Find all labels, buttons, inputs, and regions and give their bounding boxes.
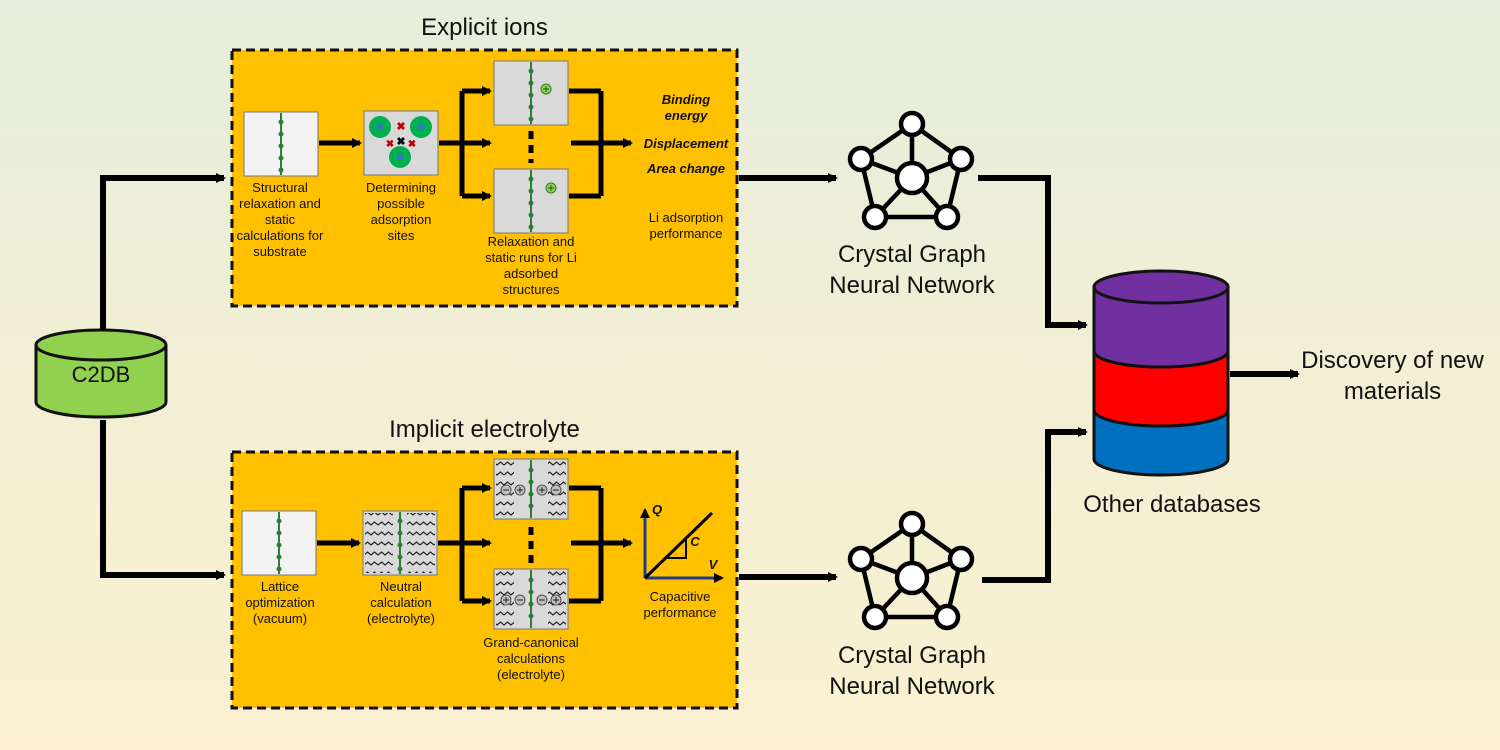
- panel-to-cgnn-arrows: [739, 173, 838, 582]
- v-axis-label: V: [708, 557, 718, 572]
- implicit-step3-label: Grand-canonical calculations (electrolyt…: [483, 635, 579, 682]
- discovery-label: Discovery of new materials: [1301, 347, 1484, 405]
- displacement-label: Displacement: [643, 136, 729, 151]
- binding-energy-label: Binding energy: [661, 92, 711, 123]
- other-databases-label: Other databases: [1083, 491, 1261, 518]
- adsorption-sites-structure: ✖ ✖ ✖ ✖: [363, 110, 439, 176]
- implicit-electrolyte-panel: [230, 450, 739, 710]
- li-adsorbed-structure-top: [493, 60, 569, 126]
- q-axis-label: Q: [651, 502, 663, 517]
- implicit-flow-arrows: [317, 483, 633, 606]
- explicit-ions-title: Explicit ions: [421, 14, 548, 41]
- li-adsorption-performance-label: Li adsorption performance: [648, 210, 724, 241]
- explicit-step2-label: Determining possible adsorption sites: [365, 180, 437, 243]
- explicit-step3-label: Relaxation and static runs for Li adsorb…: [485, 234, 577, 297]
- li-adsorbed-structure-bottom: [493, 168, 569, 234]
- capacitance-qv-plot: [640, 508, 724, 583]
- cgnn-top-label: Crystal Graph Neural Network: [829, 241, 995, 299]
- implicit-electrolyte-title: Implicit electrolyte: [389, 416, 580, 443]
- explicit-step1-label: Structural relaxation and static calcula…: [236, 180, 324, 259]
- crystal-graph-icon-top: [847, 110, 975, 231]
- explicit-flow-arrows: [319, 86, 633, 201]
- implicit-step1-label: Lattice optimization (vacuum): [245, 579, 315, 626]
- neutral-electrolyte-structure: [362, 510, 438, 576]
- svg-text:✖: ✖: [386, 139, 394, 150]
- capacitive-performance-label: Capacitive performance: [643, 589, 717, 620]
- crystal-graph-icon-bottom: [847, 510, 975, 631]
- svg-text:✖: ✖: [396, 121, 405, 133]
- cgnn-bottom-label: Crystal Graph Neural Network: [829, 642, 995, 700]
- svg-text:✖: ✖: [396, 136, 405, 148]
- explicit-substrate-structure: [243, 111, 319, 177]
- c2db-label: C2DB: [71, 362, 131, 387]
- cgnn-to-database-arrows: [978, 175, 1088, 583]
- other-databases-icon: [1092, 269, 1230, 477]
- grand-canonical-structure-bottom: [493, 568, 569, 630]
- svg-text:✖: ✖: [408, 139, 416, 150]
- area-change-label: Area change: [646, 161, 726, 176]
- implicit-step2-label: Neutral calculation (electrolyte): [367, 579, 435, 626]
- connector-arrows: [100, 173, 226, 580]
- lattice-vacuum-structure: [241, 510, 317, 576]
- grand-canonical-structure-top: [493, 458, 569, 520]
- capacitance-slope-label: C: [690, 534, 700, 549]
